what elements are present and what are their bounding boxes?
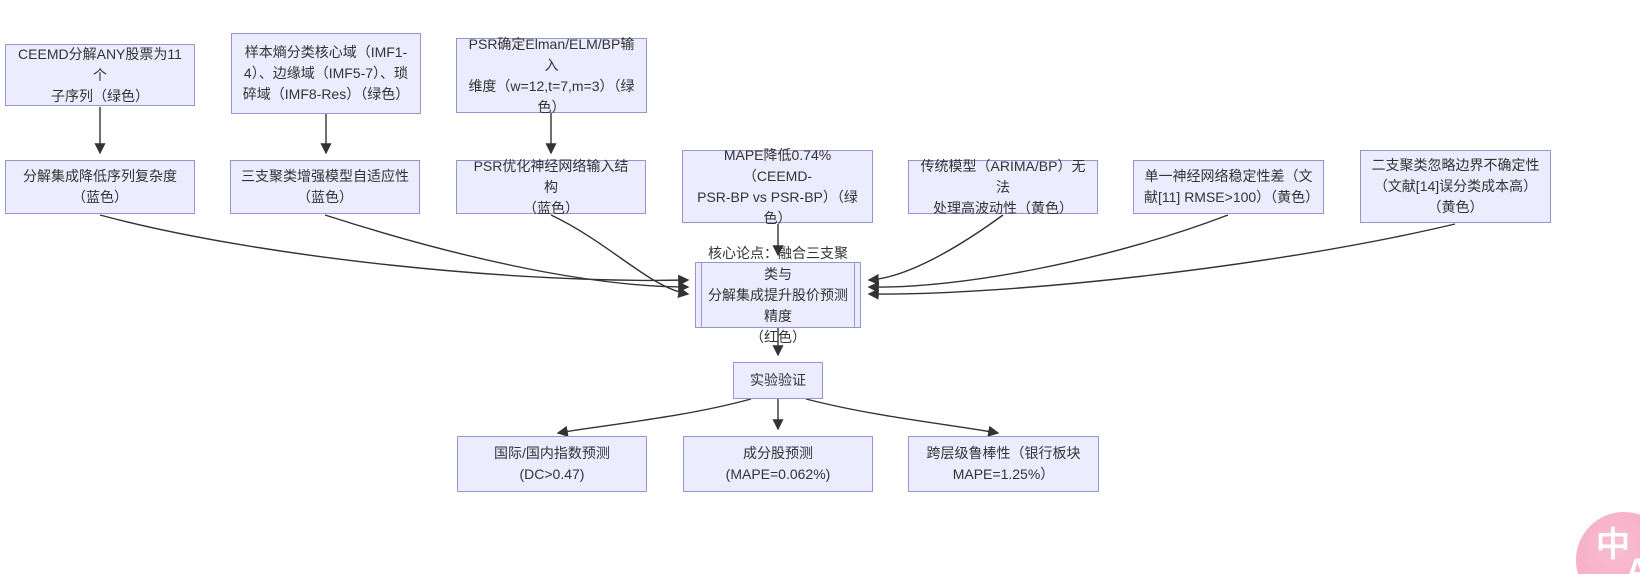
node-experiment-validation: 实验验证: [733, 362, 823, 399]
node-three-way-clustering-adaptivity: 三支聚类增强模型自适应性 （蓝色）: [230, 160, 420, 214]
translate-icon-en: A: [1626, 552, 1640, 574]
node-stock-prediction: 成分股预测 (MAPE=0.062%): [683, 436, 873, 492]
edge-singlenn-to-core: [867, 214, 1229, 293]
edge-threeway-to-core: [324, 214, 690, 293]
node-cross-level-robustness: 跨层级鲁棒性（银行板块 MAPE=1.25%）: [908, 436, 1099, 492]
translate-button[interactable]: 中 A: [1576, 512, 1640, 574]
node-index-prediction: 国际/国内指数预测 (DC>0.47): [457, 436, 647, 492]
node-decomposition-complexity: 分解集成降低序列复杂度 （蓝色）: [5, 160, 195, 214]
node-traditional-model-limitation: 传统模型（ARIMA/BP）无法 处理高波动性（黄色）: [908, 158, 1098, 216]
edge-experiment-to-robustness: [805, 398, 1000, 437]
edge-twoway-to-core: [867, 223, 1456, 300]
node-ceemd-decomposition: CEEMD分解ANY股票为11个 子序列（绿色）: [5, 44, 195, 106]
node-two-way-clustering-limitation: 二支聚类忽略边界不确定性 （文献[14]误分类成本高） （黄色）: [1360, 150, 1551, 223]
node-sample-entropy-classification: 样本熵分类核心域（IMF1- 4）、边缘域（IMF5-7）、琐 碎域（IMF8-…: [231, 33, 421, 114]
node-mape-reduction: MAPE降低0.74%（CEEMD- PSR-BP vs PSR-BP）（绿 色…: [682, 147, 873, 226]
node-psr-input-dimension: PSR确定Elman/ELM/BP输入 维度（w=12,t=7,m=3）（绿 色…: [456, 36, 647, 115]
edge-psropt-to-core: [550, 214, 690, 298]
translate-icon-zh: 中: [1596, 526, 1630, 564]
edge-experiment-to-index: [556, 398, 752, 437]
edge-traditional-to-core: [867, 214, 1004, 286]
edge-decomp-to-core: [99, 214, 690, 286]
node-core-thesis: 核心论点：融合三支聚类与 分解集成提升股价预测精度 （红色）: [695, 245, 861, 345]
node-psr-optimize-input: PSR优化神经网络输入结构 （蓝色）: [456, 158, 646, 216]
node-single-nn-instability: 单一神经网络稳定性差（文 献[11] RMSE>100）（黄色）: [1133, 160, 1324, 214]
